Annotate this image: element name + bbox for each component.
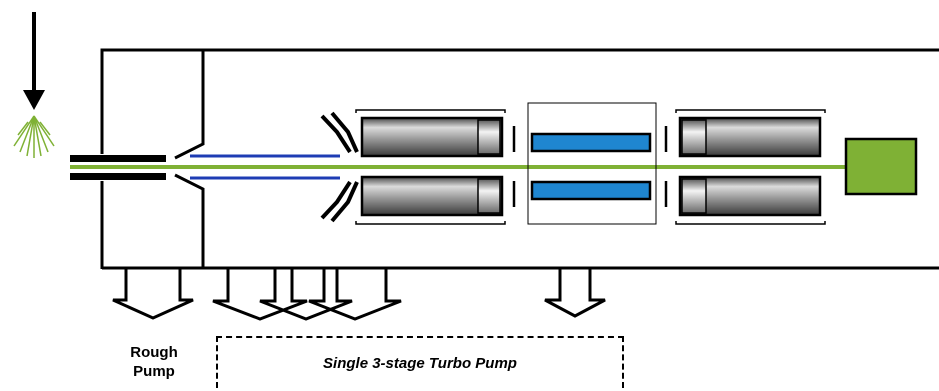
turbo-port-arrow-3 [308, 268, 402, 321]
skimmer-cone [320, 111, 359, 223]
rough-pump-arrow [112, 268, 194, 320]
rough-pump-label: Rough Pump [130, 344, 178, 380]
collision-cell-rods [355, 109, 516, 225]
pump-port-arrows [112, 268, 606, 321]
detector [844, 137, 918, 196]
turbo-port-arrow-2 [259, 268, 353, 321]
down-arrow-icon [23, 12, 45, 110]
ion-trap-rods [675, 109, 826, 225]
inlet-capillary-top [70, 155, 166, 162]
ion-funnel [190, 154, 340, 180]
electrospray-icon [13, 115, 55, 158]
turbo-port-arrow-1 [212, 268, 308, 321]
vacuum-housing [100, 48, 939, 270]
turbo-pump-label: Single 3-stage Turbo Pump [216, 336, 624, 388]
quadrupole-analyzer [527, 102, 668, 225]
inlet-capillary-bottom [70, 173, 166, 180]
turbo-port-arrow-4 [544, 268, 606, 318]
